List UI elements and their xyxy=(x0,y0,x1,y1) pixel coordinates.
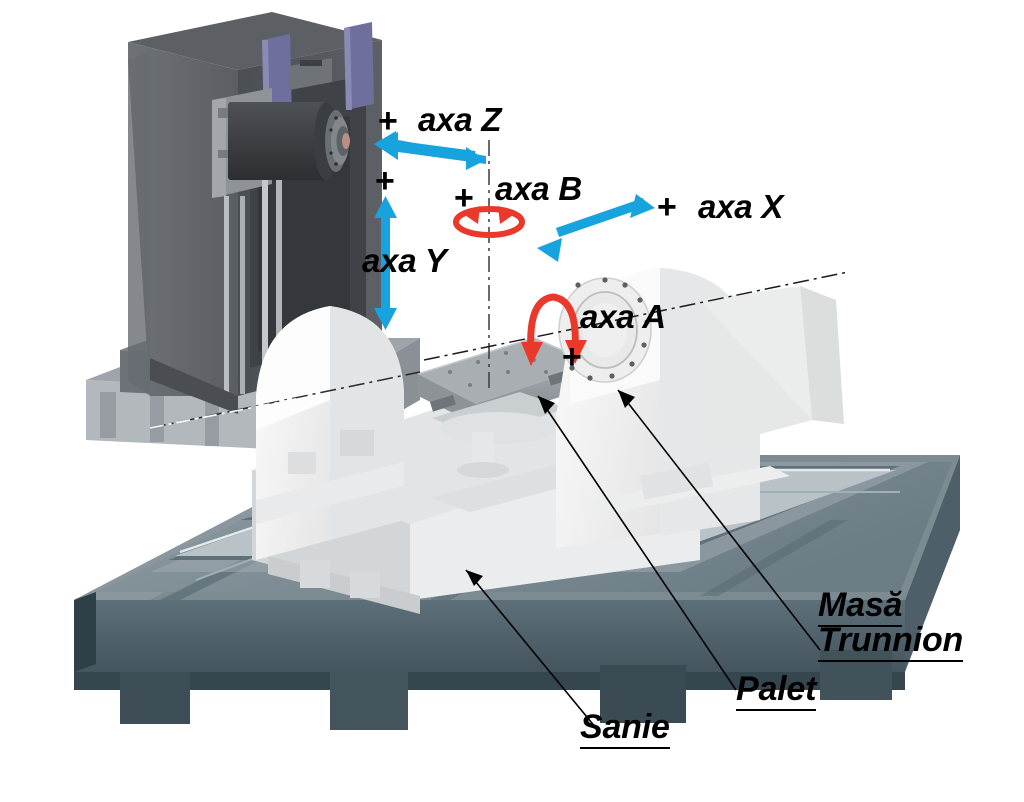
leader-lines xyxy=(465,389,821,729)
axis-x-plus-sign: + xyxy=(657,188,677,226)
axis-y-label: axa Y xyxy=(362,242,447,279)
axis-b-label: axa B xyxy=(495,170,583,207)
axis-b-plus-sign: + xyxy=(454,179,474,217)
axis-y-plus-sign: + xyxy=(375,162,395,200)
part-label-masa-trunnion-line2: Trunnion xyxy=(818,621,963,663)
trunnion-right-head xyxy=(556,268,844,548)
rotation-ellipse-icon xyxy=(453,206,525,238)
double-arrow-horizontal-icon xyxy=(374,131,486,170)
part-label-palet: Palet xyxy=(736,670,816,711)
trunnion-left-upright xyxy=(256,306,404,560)
double-arrow-diagonal-icon xyxy=(537,194,655,262)
centerlines xyxy=(149,140,849,429)
axis-z-plus-sign: + xyxy=(378,102,398,140)
axis-x-label: axa X xyxy=(698,188,784,225)
centerline-left-white xyxy=(149,397,301,429)
axis-z-label: axa Z xyxy=(418,101,502,138)
axis-a-label: axa A xyxy=(580,298,666,335)
spindle-assembly xyxy=(228,102,350,180)
part-label-masa-trunnion-line1: Masă xyxy=(818,586,902,627)
part-label-masa-trunnion: Masă Trunnion xyxy=(818,586,963,663)
rotation-arc-icon xyxy=(521,293,587,366)
part-label-palet-text: Palet xyxy=(736,670,816,711)
part-label-sanie-text: Sanie xyxy=(580,708,670,749)
leader-arrow-icon xyxy=(466,390,635,586)
axis-a-plus-sign: + xyxy=(562,338,582,376)
part-label-sanie: Sanie xyxy=(580,708,670,749)
double-arrow-vertical-icon xyxy=(374,196,397,330)
